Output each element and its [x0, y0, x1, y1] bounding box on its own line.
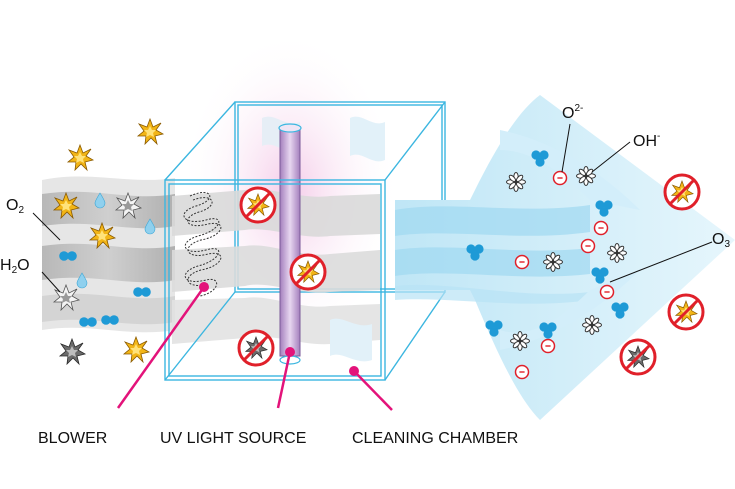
label-o2: O2 [6, 197, 24, 216]
pointer-lines [116, 282, 393, 411]
label-o2-minus: O2- [562, 103, 583, 122]
label-oh: OH- [633, 131, 660, 150]
chamber-front-frame [164, 101, 446, 381]
label-uv-light-source: UV LIGHT SOURCE [160, 430, 306, 447]
uv-tube [278, 123, 302, 365]
callout-lines [32, 123, 713, 293]
label-h2o: H2O [0, 257, 30, 276]
label-cleaning-chamber: CLEANING CHAMBER [352, 430, 518, 447]
outlet-arrow [395, 95, 735, 420]
spiral-coil-icon [183, 192, 222, 297]
label-o3: O3 [712, 231, 730, 250]
label-blower: BLOWER [38, 430, 107, 447]
